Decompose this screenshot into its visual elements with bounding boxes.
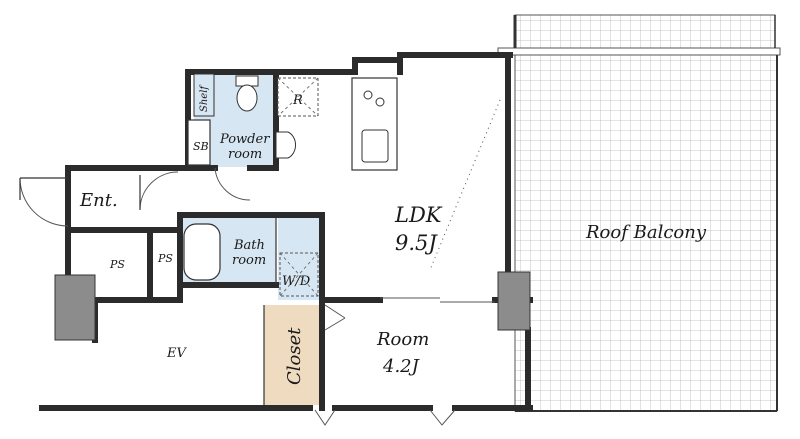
elevator-label: EV <box>166 346 187 361</box>
refrigerator-label: R <box>292 93 303 108</box>
closet-label: Closet <box>284 327 305 385</box>
washer-space <box>279 252 319 297</box>
toilet-icon <box>235 75 259 112</box>
bathroom-label-2: room <box>232 253 266 268</box>
refrigerator-space <box>277 77 319 117</box>
ldk-label: LDK <box>394 203 443 227</box>
bathroom-label: Bath <box>233 238 265 253</box>
room-label: Room <box>376 329 429 350</box>
shoe-box-label: SB <box>193 140 209 153</box>
powder-room-label-2: room <box>228 147 262 162</box>
kitchen-sink-icon <box>361 129 389 163</box>
column-right <box>497 271 531 331</box>
closet-door-swing <box>314 409 336 426</box>
powder-room-label: Powder <box>219 132 270 147</box>
room-door-swing <box>324 304 346 331</box>
column-left <box>54 274 96 341</box>
pipe-space-label-2: PS <box>157 252 173 265</box>
shoe-box-area <box>187 119 211 166</box>
shelf-label: Shelf <box>199 84 210 112</box>
room-size-label: 4.2J <box>382 356 421 377</box>
powder-door-swing <box>214 167 251 201</box>
entrance-label: Ent. <box>79 190 118 211</box>
stove-burner-icon <box>363 90 373 100</box>
kitchen-counter <box>351 77 398 171</box>
stove-burner-icon <box>375 97 385 107</box>
shelf-area <box>193 73 215 117</box>
roof-balcony-label: Roof Balcony <box>585 222 707 243</box>
hall-door-swing <box>139 171 179 211</box>
entrance-door <box>19 177 69 227</box>
sliding-door <box>380 297 495 303</box>
powder-sink-icon <box>275 131 296 159</box>
roof-balcony <box>497 14 781 412</box>
room-window-swing <box>429 409 456 426</box>
bathtub-icon <box>183 223 221 281</box>
washer-label: W/D <box>282 274 311 289</box>
closet-fill <box>264 305 321 405</box>
pipe-space-label: PS <box>109 258 125 271</box>
ldk-size-label: 9.5J <box>395 231 438 255</box>
